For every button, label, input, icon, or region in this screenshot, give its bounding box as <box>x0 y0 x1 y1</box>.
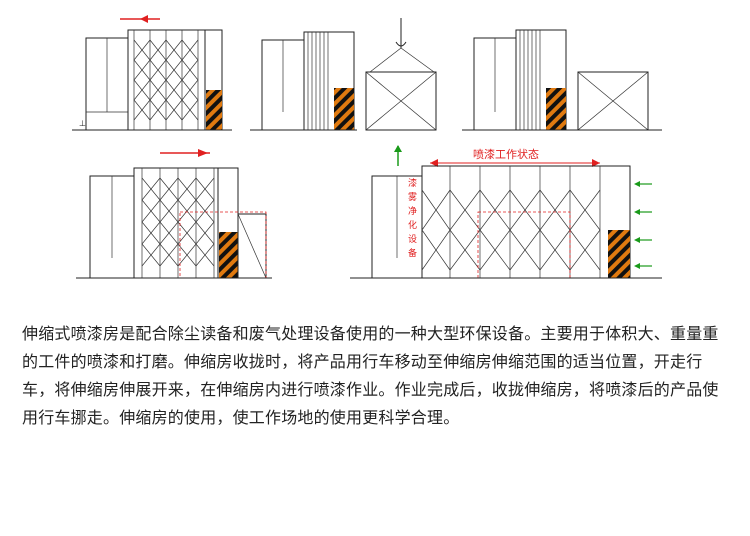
svg-text:⊥: ⊥ <box>79 119 86 128</box>
waste-gas-char: 漆 <box>408 177 417 189</box>
working-state-label: 喷漆工作状态 <box>473 147 539 161</box>
green-arrows-inflow-icon <box>634 181 652 269</box>
waste-gas-char: 备 <box>408 247 417 259</box>
waste-gas-char: 设 <box>408 234 417 245</box>
booth-diagram: ⊥ <box>72 15 662 279</box>
panel-4-extending <box>76 149 272 279</box>
description-paragraph: 伸缩式喷漆房是配合除尘读备和废气处理设备使用的一种大型环保设备。主要用于体积大、… <box>22 324 719 427</box>
panel-2-crane-loading <box>250 18 437 131</box>
waste-gas-char: 雾 <box>408 192 417 203</box>
panel-3-product-placed <box>462 29 662 131</box>
waste-gas-char: 化 <box>408 219 417 231</box>
panel-5-working-state: 喷漆工作状态 漆 雾 净 化 设 备 <box>350 145 662 279</box>
waste-gas-char: 净 <box>408 205 417 217</box>
panel-1-retracting: ⊥ <box>72 15 232 131</box>
